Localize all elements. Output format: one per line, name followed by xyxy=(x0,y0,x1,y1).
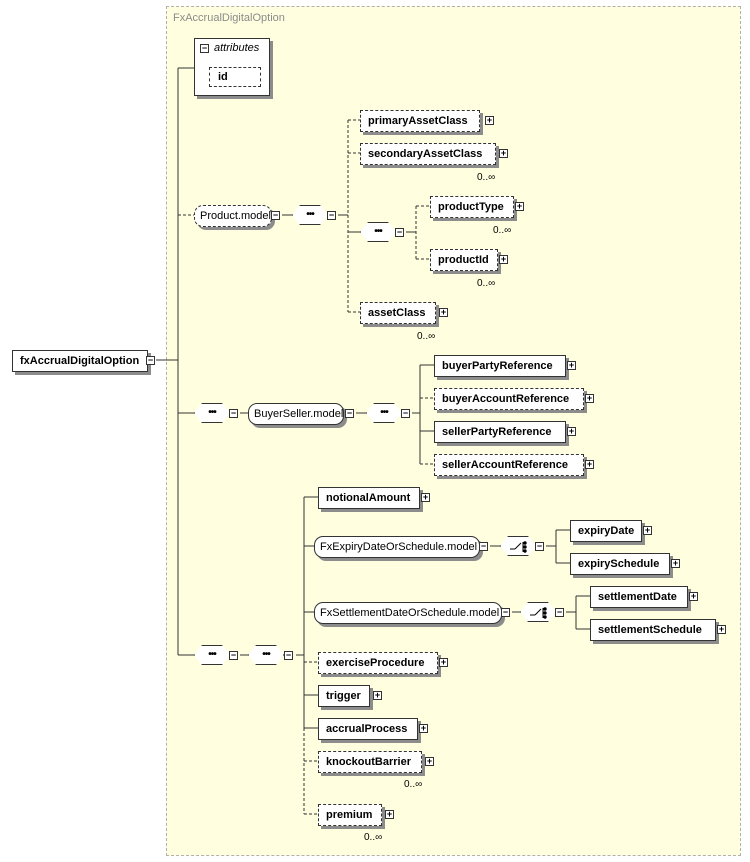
product-type[interactable]: productType xyxy=(430,196,514,218)
notional-amount[interactable]: notionalAmount xyxy=(318,487,420,509)
settlement-schedule[interactable]: settlementSchedule xyxy=(590,619,716,641)
accrual-process[interactable]: accrualProcess xyxy=(318,718,418,740)
buyer-account-reference[interactable]: buyerAccountReference xyxy=(434,388,584,410)
expand-icon[interactable]: + xyxy=(585,393,594,403)
primary-asset-class[interactable]: primaryAssetClass xyxy=(360,110,480,132)
expand-icon[interactable]: + xyxy=(689,591,698,601)
collapse-icon[interactable]: − xyxy=(401,408,410,418)
settlement-model-group[interactable]: FxSettlementDateOrSchedule.model xyxy=(314,602,502,624)
cardinality-label: 0..∞ xyxy=(364,832,383,843)
expand-icon[interactable]: + xyxy=(585,459,594,469)
exercise-procedure[interactable]: exerciseProcedure xyxy=(318,652,438,674)
expiry-date[interactable]: expiryDate xyxy=(570,520,642,542)
expiry-schedule[interactable]: expirySchedule xyxy=(570,553,670,575)
seller-party-reference[interactable]: sellerPartyReference xyxy=(434,421,566,443)
collapse-icon[interactable]: − xyxy=(395,227,404,237)
expand-icon[interactable]: + xyxy=(515,201,524,211)
choice-icon xyxy=(501,537,537,557)
cardinality-label: 0..∞ xyxy=(404,779,423,790)
expand-icon[interactable]: + xyxy=(499,148,508,158)
expand-icon[interactable]: + xyxy=(439,657,448,667)
knockout-barrier[interactable]: knockoutBarrier xyxy=(318,751,422,773)
cardinality-label: 0..∞ xyxy=(417,331,436,342)
expand-icon[interactable]: + xyxy=(373,690,382,700)
root-label: fxAccrualDigitalOption xyxy=(20,355,140,367)
collapse-icon[interactable]: − xyxy=(229,408,238,418)
expand-icon[interactable]: + xyxy=(567,426,576,436)
root-element[interactable]: fxAccrualDigitalOption xyxy=(12,350,148,372)
collapse-icon[interactable]: − xyxy=(271,210,280,220)
asset-class[interactable]: assetClass xyxy=(360,302,436,324)
product-model-label: Product.model xyxy=(200,210,271,222)
collapse-icon[interactable]: − xyxy=(501,607,510,617)
buyer-seller-model-group[interactable]: BuyerSeller.model xyxy=(248,403,344,425)
expand-icon[interactable]: + xyxy=(567,360,576,370)
expand-icon[interactable]: + xyxy=(439,307,448,317)
collapse-icon[interactable]: − xyxy=(327,210,336,220)
expand-icon[interactable]: + xyxy=(499,254,508,264)
expand-icon[interactable]: + xyxy=(717,624,726,634)
expiry-model-group[interactable]: FxExpiryDateOrSchedule.model xyxy=(314,536,480,558)
expand-icon[interactable]: + xyxy=(385,809,394,819)
cardinality-label: 0..∞ xyxy=(493,225,512,236)
cardinality-label: 0..∞ xyxy=(477,278,496,289)
complex-type-label: FxAccrualDigitalOption xyxy=(173,12,285,24)
collapse-icon[interactable]: − xyxy=(229,650,238,660)
secondary-asset-class[interactable]: secondaryAssetClass xyxy=(360,143,496,165)
collapse-icon[interactable]: − xyxy=(479,541,488,551)
collapse-icon[interactable]: − xyxy=(555,607,564,617)
expand-icon[interactable]: + xyxy=(643,525,652,535)
expand-icon[interactable]: + xyxy=(485,115,494,125)
buyer-seller-label: BuyerSeller.model xyxy=(254,408,344,420)
buyer-party-reference[interactable]: buyerPartyReference xyxy=(434,355,566,377)
trigger[interactable]: trigger xyxy=(318,685,370,707)
settlement-date[interactable]: settlementDate xyxy=(590,586,688,608)
cardinality-label: 0..∞ xyxy=(477,172,496,183)
sequence-compositor[interactable]: ••• xyxy=(248,645,284,665)
attribute-id[interactable]: id xyxy=(209,67,261,87)
expand-icon[interactable]: + xyxy=(419,723,428,733)
product-model-group[interactable]: Product.model xyxy=(194,205,272,227)
collapse-icon[interactable]: − xyxy=(345,408,354,418)
choice-icon xyxy=(521,603,557,623)
collapse-icon[interactable]: − xyxy=(284,650,293,660)
seller-account-reference[interactable]: sellerAccountReference xyxy=(434,454,584,476)
expand-icon[interactable]: + xyxy=(425,756,434,766)
collapse-icon[interactable]: − xyxy=(200,43,209,53)
expand-icon[interactable]: + xyxy=(671,558,680,568)
collapse-icon[interactable]: − xyxy=(535,541,544,551)
premium[interactable]: premium xyxy=(318,804,382,826)
expand-icon[interactable]: + xyxy=(421,492,430,502)
product-id[interactable]: productId xyxy=(430,249,498,271)
attributes-title: attributes xyxy=(214,42,260,54)
collapse-icon[interactable]: − xyxy=(146,355,155,365)
attributes-box: − attributes id xyxy=(194,38,270,96)
